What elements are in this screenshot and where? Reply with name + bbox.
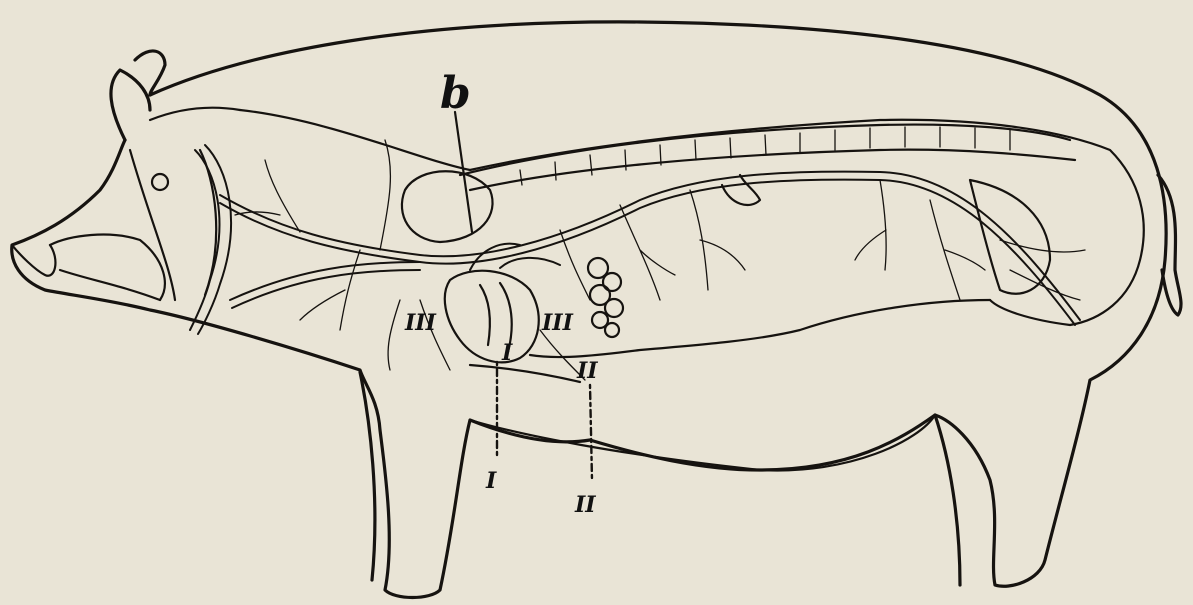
label-iii-front: III bbox=[404, 310, 437, 336]
section-line-ii bbox=[590, 385, 592, 480]
body-cavity bbox=[240, 110, 1144, 357]
gland bbox=[722, 175, 760, 205]
liver-cluster bbox=[588, 258, 623, 337]
eye-icon bbox=[152, 174, 168, 190]
labels: b III III I II I II bbox=[404, 68, 598, 518]
pig-head bbox=[12, 51, 240, 300]
label-ii-heart: II bbox=[576, 358, 598, 384]
heart-and-lungs bbox=[402, 171, 1050, 362]
label-i-lower: I bbox=[485, 468, 497, 494]
heart bbox=[445, 271, 539, 363]
label-iii-back: III bbox=[541, 310, 574, 336]
section-lines bbox=[470, 362, 592, 480]
spine-vertebrae bbox=[460, 125, 1075, 190]
lung bbox=[402, 171, 493, 242]
label-ii-lower: II bbox=[574, 492, 596, 518]
branch-vessels bbox=[235, 140, 1085, 380]
label-i-heart: I bbox=[501, 340, 513, 366]
